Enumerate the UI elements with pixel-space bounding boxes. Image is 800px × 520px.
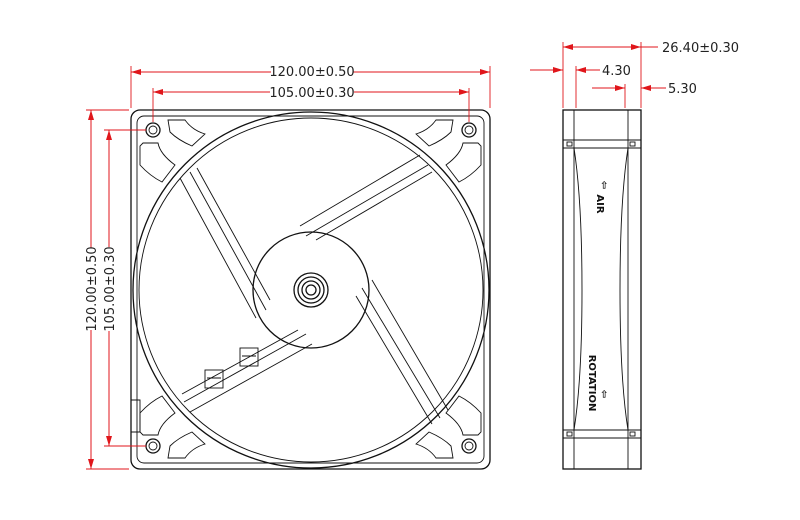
- mounting-hole-top-left: [145, 122, 161, 138]
- dim-flange-front-text: 4.30: [602, 64, 631, 79]
- hub-outer: [252, 231, 370, 349]
- air-label: AIR: [594, 194, 605, 213]
- dim-height-overall-text: 120.00±0.50: [85, 246, 100, 331]
- side-venturi-left: [573, 147, 583, 431]
- wire-clips: [204, 347, 259, 389]
- hub-ring-3: [301, 280, 321, 300]
- fan-shroud-inner: [138, 117, 484, 463]
- rotation-arrow-icon: ⇦: [598, 390, 609, 398]
- mounting-hole-top-right: [461, 122, 477, 138]
- rotation-label: ROTATION: [586, 355, 597, 412]
- hub-ring-4: [305, 284, 317, 296]
- dim-width-holes-text: 105.00±0.30: [269, 86, 354, 101]
- mounting-hole-bottom-left: [145, 438, 161, 454]
- dim-depth-text: 26.40±0.30: [662, 41, 739, 56]
- side-view: ⇦ AIR ROTATION ⇦: [562, 109, 642, 470]
- hub-ring-2: [297, 276, 325, 304]
- dim-height-holes-text: 105.00±0.30: [103, 246, 118, 331]
- front-frame-outer: [130, 109, 491, 470]
- cable-notch: [131, 399, 141, 433]
- side-venturi-right: [619, 147, 629, 431]
- side-dimensions: 26.40±0.30 4.30 5.30: [530, 41, 739, 108]
- dim-width-overall-text: 120.00±0.50: [269, 65, 354, 80]
- front-dimensions: 120.00±0.50 105.00±0.30 120.00±0.50 105.…: [83, 63, 491, 470]
- frame-struts: [179, 154, 449, 425]
- front-frame-inner: [136, 115, 485, 464]
- fan-shroud-outer: [132, 111, 490, 469]
- dim-flange-back-text: 5.30: [668, 82, 697, 97]
- side-body-outline: [562, 109, 642, 470]
- front-view: [130, 109, 491, 470]
- mounting-hole-bottom-right: [461, 438, 477, 454]
- corner-gussets: [139, 119, 482, 459]
- hub-ring-1: [293, 272, 329, 308]
- air-arrow-icon: ⇦: [598, 181, 609, 189]
